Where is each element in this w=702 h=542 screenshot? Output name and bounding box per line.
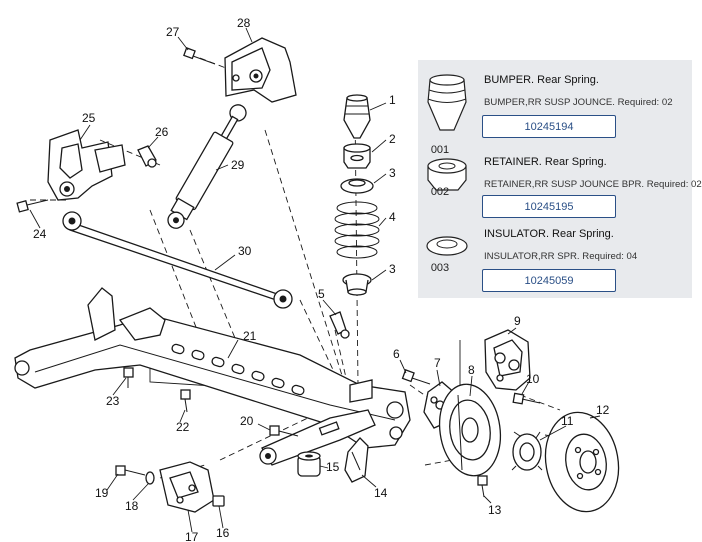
callout-11: 11 [561, 414, 574, 428]
part-row-retainer: 002 RETAINER. Rear Spring. RETAINER,RR S… [418, 140, 702, 218]
callout-16: 16 [216, 526, 230, 540]
callout-19: 19 [95, 486, 109, 500]
retainer-thumbnail [422, 144, 472, 214]
callout-27: 27 [166, 25, 180, 39]
callout-15: 15 [326, 460, 340, 474]
control-arm-bracket [47, 129, 126, 201]
brake-backing-plate [438, 383, 502, 477]
washer-18 [145, 471, 155, 485]
lower-bracket [159, 461, 215, 513]
callout-8: 8 [468, 363, 475, 377]
callout-2: 2 [389, 132, 396, 146]
bolt-24 [16, 199, 49, 213]
bracket-14 [344, 437, 369, 483]
callout-10: 10 [526, 372, 540, 386]
callout-24: 24 [33, 227, 47, 241]
callout-9: 9 [514, 314, 521, 328]
bolt-19 [115, 465, 146, 476]
part-number-button[interactable]: 10245195 [482, 195, 616, 218]
callout-18: 18 [125, 499, 139, 513]
insulator-thumbnail [422, 224, 472, 294]
part-row-bumper: 001 BUMPER. Rear Spring. BUMPER,RR SUSP … [418, 62, 692, 156]
part-description: BUMPER,RR SUSP JOUNCE. Required: 02 [484, 97, 673, 108]
part-index: 003 [430, 262, 450, 274]
clip-26 [137, 145, 157, 168]
callout-23: 23 [106, 394, 120, 408]
shock-absorber [167, 104, 247, 229]
callout-25: 25 [82, 111, 96, 125]
parts-info-panel: 001 BUMPER. Rear Spring. BUMPER,RR SUSP … [418, 60, 702, 298]
bumper-thumbnail [422, 66, 472, 136]
callout-3-lower: 3 [389, 262, 396, 276]
shock-mount-bracket [224, 37, 297, 103]
part-description: INSULATOR,RR SPR. Required: 04 [484, 251, 638, 262]
callout-13: 13 [488, 503, 502, 517]
nut-16 [212, 495, 225, 507]
jounce-bumper [343, 94, 371, 139]
spring-insulator-upper [340, 178, 374, 194]
bolt-22 [180, 389, 191, 413]
callout-22: 22 [176, 420, 190, 434]
part-description: RETAINER,RR SUSP JOUNCE BPR. Required: 0… [484, 179, 702, 190]
callout-12: 12 [596, 403, 610, 417]
axle-slots [171, 343, 305, 396]
bolt-10 [512, 392, 541, 405]
part-number-button[interactable]: 10245194 [482, 115, 616, 138]
trailing-arm [259, 409, 376, 466]
bumper-retainer [343, 143, 371, 169]
callout-17: 17 [185, 530, 199, 542]
spring-insulator-lower [342, 273, 372, 296]
callout-20: 20 [240, 414, 254, 428]
brake-caliper [484, 329, 531, 391]
bolt-20 [269, 425, 299, 437]
brake-line-clip [329, 311, 350, 339]
brake-rotor [544, 411, 620, 513]
track-bar [62, 211, 293, 309]
leader-lines [29, 27, 601, 533]
part-row-insulator: 003 INSULATOR. Rear Spring. INSULATOR,RR… [418, 220, 692, 297]
callout-28: 28 [237, 16, 251, 30]
callout-1: 1 [389, 93, 396, 107]
callout-5: 5 [318, 287, 325, 301]
part-index: 001 [430, 144, 450, 156]
part-title: RETAINER. Rear Spring. [484, 156, 607, 168]
wheel-hub [511, 431, 543, 471]
callout-3-upper: 3 [389, 166, 396, 180]
part-index: 002 [430, 186, 450, 198]
bolt-13 [477, 475, 488, 498]
callout-21: 21 [243, 329, 257, 343]
callout-26: 26 [155, 125, 169, 139]
callout-14: 14 [374, 486, 388, 500]
callout-29: 29 [231, 158, 245, 172]
callout-labels: 1 2 3 3 4 5 6 7 8 9 10 11 12 13 14 15 16… [33, 16, 610, 542]
callout-30: 30 [238, 244, 252, 258]
part-number-button[interactable]: 10245059 [482, 269, 616, 292]
rear-axle-beam [14, 287, 411, 449]
callout-6: 6 [393, 347, 400, 361]
callout-7: 7 [434, 356, 441, 370]
bolt-23 [123, 367, 134, 388]
bushing-15 [297, 451, 321, 477]
bolt-6 [401, 369, 431, 385]
coil-spring [334, 201, 380, 259]
part-title: INSULATOR. Rear Spring. [484, 228, 614, 240]
bolt-27 [183, 47, 216, 65]
callout-4: 4 [389, 210, 396, 224]
part-title: BUMPER. Rear Spring. [484, 74, 599, 86]
